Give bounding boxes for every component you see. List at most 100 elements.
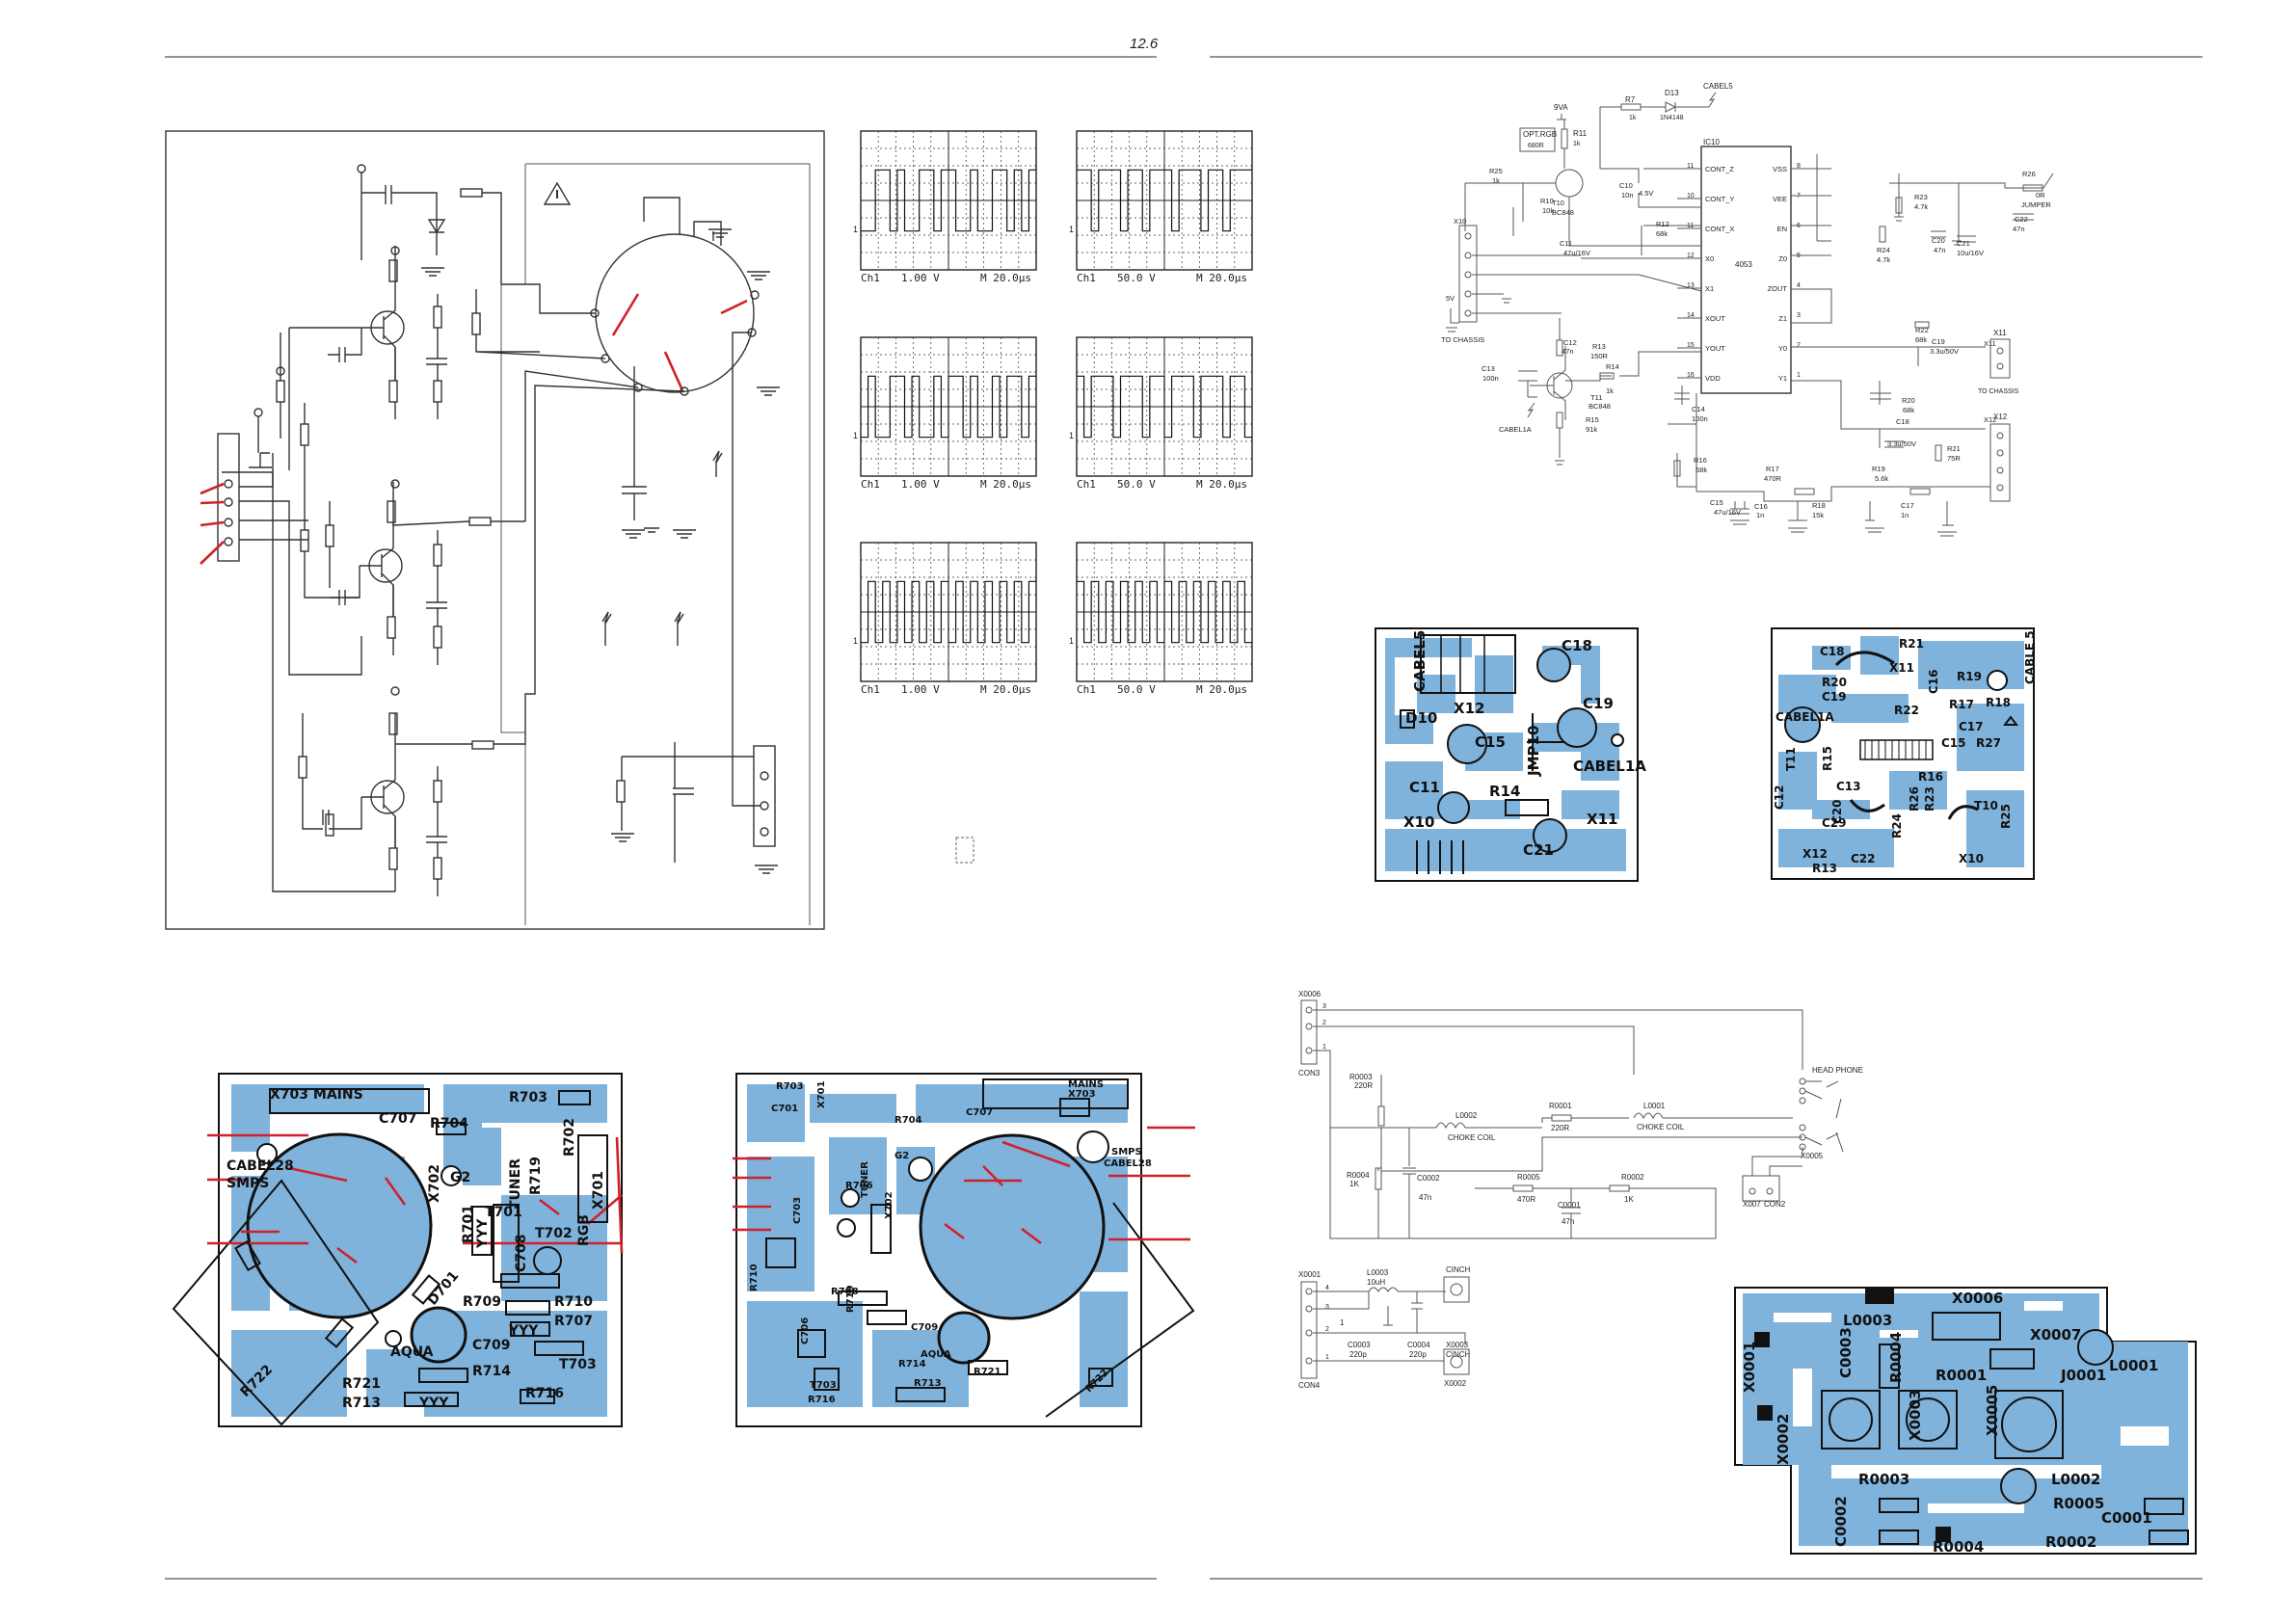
component-label: 10u/16V — [1957, 249, 1984, 257]
component-label: 100n — [1482, 374, 1499, 383]
component-label: R20 — [1902, 396, 1915, 405]
pcb-silkscreen-label: YYY — [475, 1218, 491, 1249]
ic-pin-label: EN — [1777, 225, 1787, 233]
x11-connector — [1989, 338, 2011, 379]
component-label: C16 — [1754, 502, 1768, 511]
svg-text:1k: 1k — [1573, 141, 1581, 147]
pcb-silkscreen-label: R704 — [430, 1116, 468, 1131]
pcb-silkscreen-label: R704 — [894, 1115, 922, 1126]
pcb-silkscreen-label: C0002 — [1832, 1496, 1850, 1547]
scope-channel: Ch1 — [1077, 683, 1096, 696]
pcb-silkscreen-label: X12 — [1454, 700, 1484, 717]
pcb-silkscreen-label: R719 — [528, 1157, 544, 1195]
component-label: R22 — [1915, 326, 1929, 334]
component-label: 47n — [1934, 246, 1946, 254]
component-label: 4.7k — [1914, 202, 1928, 211]
scope-timebase: M 20.0µs — [980, 478, 1031, 491]
ic-pin-number: 10 — [1687, 193, 1695, 200]
pcb-silkscreen-label: R19 — [1957, 670, 1982, 683]
svg-text:1N4148: 1N4148 — [1660, 115, 1684, 121]
pcb-silkscreen-label: X0002 — [1775, 1414, 1792, 1465]
component-label: 150R — [1590, 352, 1609, 360]
ic10-4053 — [1700, 146, 1792, 394]
ic-pin-number: 4 — [1797, 282, 1801, 289]
component-label: 5V — [1446, 294, 1455, 303]
pcb-silkscreen-label: C29 — [1822, 816, 1847, 830]
component-label: C13 — [1482, 364, 1495, 373]
component-label: X12 — [1984, 415, 1996, 424]
svg-text:IC10: IC10 — [1703, 138, 1720, 146]
pcb-silkscreen-label: G2 — [450, 1170, 470, 1185]
pcb-silkscreen-label: C20 — [1830, 799, 1844, 824]
component-label: 1n — [1901, 511, 1909, 519]
ic-pin-number: 14 — [1687, 312, 1695, 319]
svg-text:R7: R7 — [1625, 95, 1636, 104]
pcb-silkscreen-label: C703 — [792, 1197, 803, 1224]
component-label: BC848 — [1589, 402, 1611, 411]
component-label: 3.3u/50V — [1930, 347, 1959, 356]
headphone-schematic: X0006 CON3 3 2 1 R0003 220R L0002 CHOKE … — [1298, 990, 1863, 1390]
scope-timebase: M 20.0µs — [1196, 683, 1247, 696]
pcb-silkscreen-label: X703 MAINS — [270, 1087, 363, 1103]
pcb-silkscreen-label: R721 — [974, 1367, 1001, 1377]
pcb-silkscreen-label: R13 — [1812, 862, 1837, 875]
scope-marker: 1 — [1069, 636, 1074, 646]
scope-marker: 1 — [853, 431, 858, 440]
waveform-trace — [861, 169, 1036, 232]
crt-board-schematic — [165, 130, 825, 930]
svg-text:X0006: X0006 — [1298, 990, 1322, 998]
component-label: 47u/16V — [1714, 508, 1741, 517]
pcb-silkscreen-label: R716 — [525, 1386, 564, 1401]
svg-text:3: 3 — [1325, 1304, 1329, 1311]
component-label: 68k — [1656, 229, 1668, 238]
svg-text:CHOKE COIL: CHOKE COIL — [1448, 1133, 1496, 1142]
crt-socket — [595, 233, 755, 393]
pcb-silkscreen-label: R706 — [845, 1181, 873, 1191]
component-label: 68k — [1915, 335, 1927, 344]
pcb-silkscreen-label: R27 — [1976, 736, 2001, 750]
svg-text:C0001: C0001 — [1558, 1201, 1581, 1210]
scope-marker: 1 — [1069, 431, 1074, 440]
x12-connector — [1989, 423, 2011, 502]
pcb-silkscreen-label: T703 — [559, 1357, 597, 1372]
component-label: C22 — [2015, 215, 2028, 224]
svg-text:2: 2 — [1322, 1020, 1326, 1026]
pcb-silkscreen-label: R701 — [461, 1205, 476, 1243]
scope-timebase: M 20.0µs — [1196, 478, 1247, 491]
pcb-silkscreen-label: R0001 — [1936, 1367, 1987, 1384]
pcb-silkscreen-label: C15 — [1475, 733, 1506, 751]
pcb-silkscreen-label: YYY — [508, 1323, 539, 1339]
pcb-silkscreen-label: R16 — [1918, 770, 1943, 784]
pcb-silkscreen-label: C0003 — [1837, 1327, 1855, 1378]
pcb-silkscreen-label: X0006 — [1952, 1290, 2003, 1307]
ic-pin-label: VSS — [1773, 165, 1787, 173]
component-label: X11 — [1984, 339, 1996, 348]
svg-text:3: 3 — [1322, 1003, 1326, 1010]
pcb-silkscreen-label: R714 — [898, 1359, 926, 1370]
component-label: 68k — [1695, 466, 1707, 474]
svg-text:1K: 1K — [1349, 1180, 1359, 1188]
component-label: 1n — [1756, 511, 1764, 519]
rgb-schematic: IC10 4053 CONT_Z11CONT_Y10CONT_X11X012X1… — [1441, 82, 2054, 537]
svg-text:9VA: 9VA — [1554, 103, 1568, 112]
component-label: 1k — [1492, 176, 1500, 185]
pcb-silkscreen-label: R17 — [1949, 698, 1974, 711]
component-label: TO CHASSIS — [1441, 335, 1484, 344]
component-label: 3.3u/50V — [1887, 439, 1916, 448]
svg-text:CON4: CON4 — [1298, 1381, 1321, 1390]
waveform-trace — [861, 375, 1036, 439]
pcb-silkscreen-label: R24 — [1890, 813, 1904, 838]
pcb-silkscreen-label: R0004 — [1933, 1538, 1984, 1556]
page-number: 12.6 — [1130, 36, 1159, 52]
ic-pin-number: 13 — [1687, 282, 1695, 289]
component-label: 47n — [2013, 225, 2025, 233]
ic-pin-label: XOUT — [1705, 314, 1725, 323]
pcb-silkscreen-label: C19 — [1583, 695, 1614, 712]
pcb-silkscreen-label: T11 — [1784, 747, 1798, 771]
scope-timebase: M 20.0µs — [1196, 272, 1247, 284]
svg-text:220p: 220p — [1349, 1350, 1367, 1359]
pcb-silkscreen-label: C16 — [1927, 669, 1940, 694]
